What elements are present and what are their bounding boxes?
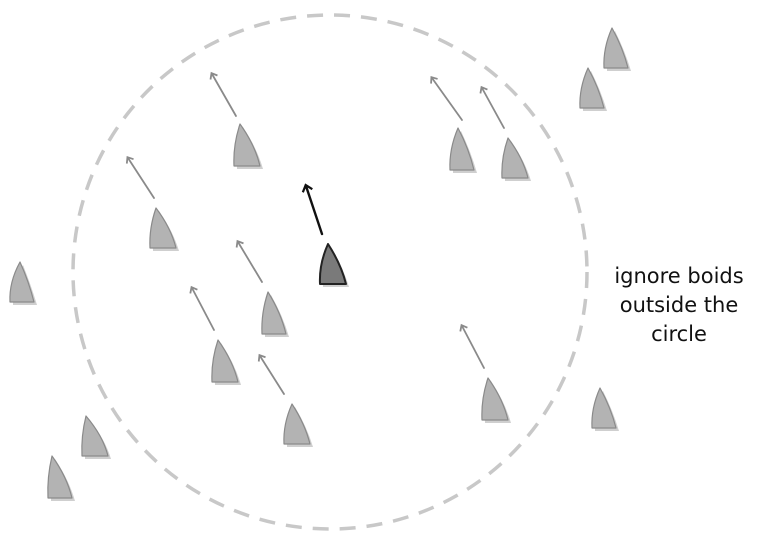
heading-arrow-icon <box>238 242 262 282</box>
focus-boid-icon <box>320 244 349 287</box>
boid-icon <box>82 416 111 459</box>
boid-icon <box>580 68 607 111</box>
heading-arrow-icon <box>128 158 154 198</box>
heading-arrow-icon <box>432 78 462 120</box>
caption-line-1: ignore boids <box>604 262 754 291</box>
heading-arrow-icon <box>192 288 214 330</box>
boid-icon <box>482 378 511 423</box>
heading-arrow-icon <box>260 356 284 394</box>
heading-arrow-icon <box>462 326 484 368</box>
boid-icon <box>262 292 289 337</box>
caption-line-3: circle <box>604 320 754 349</box>
caption-line-2: outside the <box>604 291 754 320</box>
boid-icon <box>150 208 179 251</box>
boids <box>10 28 631 501</box>
boid-icon <box>592 388 619 431</box>
boid-icon <box>502 138 531 181</box>
boid-icon <box>212 340 241 385</box>
heading-arrow-icon <box>482 88 504 128</box>
boid-icon <box>234 124 263 169</box>
heading-arrow-icon <box>212 74 236 116</box>
boid-icon <box>48 456 75 501</box>
boid-icon <box>284 404 313 447</box>
boid-icon <box>450 128 477 173</box>
circle-caption: ignore boids outside the circle <box>604 262 754 349</box>
boid-icon <box>10 262 37 305</box>
heading-arrows <box>128 74 504 394</box>
heading-arrow-icon <box>306 186 322 234</box>
boid-icon <box>604 28 631 71</box>
